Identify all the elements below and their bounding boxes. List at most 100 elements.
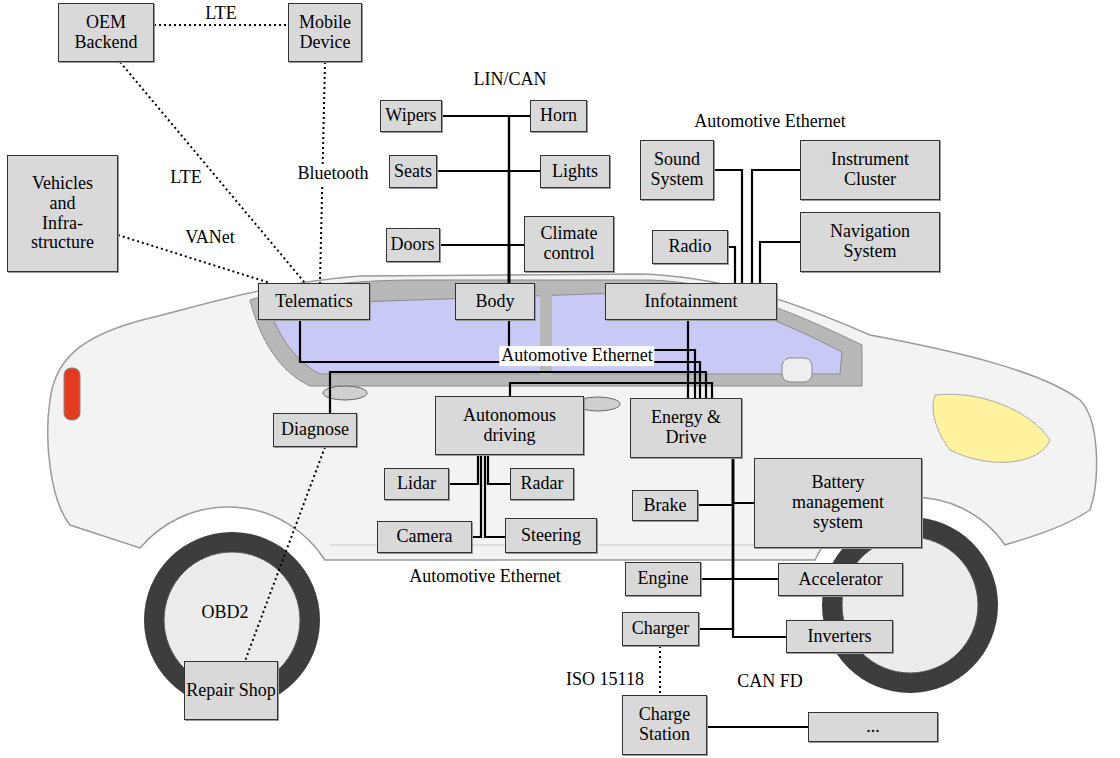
bus-wire — [488, 455, 510, 484]
box-text: Navigation System — [820, 222, 920, 262]
component-box: ... — [808, 712, 938, 742]
box-text: ... — [866, 717, 880, 737]
bus-wire — [440, 245, 510, 283]
bus-wire — [701, 458, 733, 579]
box-text: Autonomous driving — [436, 406, 583, 446]
bus-wire — [442, 116, 509, 283]
box-text: Doors — [391, 235, 435, 255]
component-box: Engine — [625, 562, 701, 596]
bus-wire — [728, 247, 735, 283]
bus-wire — [699, 458, 733, 629]
component-box: Charge Station — [622, 695, 707, 755]
box-text: Steering — [521, 526, 581, 546]
component-box: Instrument Cluster — [800, 140, 940, 200]
component-box: Telematics — [258, 283, 370, 320]
component-box: Horn — [530, 100, 587, 132]
component-box: Radio — [652, 230, 728, 264]
bus-wire — [707, 726, 808, 728]
bus-wire — [449, 455, 478, 484]
box-text: Telematics — [275, 292, 353, 312]
component-box: Repair Shop — [184, 661, 278, 720]
bus-wire — [437, 171, 509, 283]
box-text: Energy & Drive — [646, 408, 726, 448]
box-text: Infotainment — [645, 292, 738, 312]
bus-label: Automotive Ethernet — [499, 346, 654, 366]
component-box: Radar — [510, 468, 574, 500]
link-label: ISO 15118 — [564, 670, 646, 690]
box-text: Horn — [540, 106, 577, 126]
car-body — [48, 274, 1097, 560]
bus-wire — [752, 170, 800, 283]
wireless-link — [245, 447, 325, 661]
side-mirror — [782, 358, 812, 382]
component-box: Sound System — [640, 140, 714, 200]
component-box: Brake — [632, 490, 698, 521]
head-light — [933, 394, 1050, 462]
box-text: Sound System — [641, 150, 713, 190]
component-box: Camera — [377, 521, 472, 553]
tail-light — [64, 368, 80, 420]
box-text: Charger — [632, 619, 690, 639]
bus-label: OBD2 — [199, 603, 250, 623]
component-box: Lidar — [384, 468, 449, 500]
box-text: Camera — [397, 527, 453, 547]
link-label: Bluetooth — [296, 164, 371, 184]
bus-wire — [733, 458, 754, 503]
wireless-link — [154, 24, 288, 26]
component-box: Vehicles and Infra- structure — [7, 155, 118, 272]
box-text: Vehicles and Infra- structure — [29, 174, 97, 253]
box-text: Climate control — [525, 224, 613, 264]
component-box: Charger — [622, 612, 699, 646]
box-text: Charge Station — [623, 705, 706, 745]
bus-wire — [687, 320, 689, 398]
component-box: Diagnose — [273, 413, 357, 447]
box-text: Lidar — [397, 474, 436, 494]
box-text: Repair Shop — [186, 681, 276, 701]
component-box: Mobile Device — [288, 3, 362, 62]
rear-wheel — [144, 532, 320, 708]
box-text: OEM Backend — [59, 13, 153, 53]
wireless-link — [659, 646, 661, 695]
link-label: LTE — [168, 168, 203, 188]
component-box: Seats — [389, 155, 437, 188]
box-text: Diagnose — [281, 420, 349, 440]
box-text: Lights — [552, 162, 598, 182]
bus-wire — [760, 242, 800, 283]
component-box: Body — [455, 283, 535, 320]
component-box: Navigation System — [800, 212, 940, 272]
box-text: Radio — [669, 237, 712, 257]
component-box: Inverters — [786, 620, 893, 653]
component-box: Energy & Drive — [630, 398, 742, 458]
link-label: VANet — [183, 228, 237, 248]
box-text: Radar — [521, 474, 564, 494]
bus-wire — [714, 170, 742, 283]
bus-label: Automotive Ethernet — [407, 567, 562, 587]
component-box: Wipers — [380, 100, 441, 132]
bus-wire — [698, 458, 733, 505]
component-box: Lights — [540, 155, 610, 188]
bus-wire — [472, 455, 481, 537]
component-box: Accelerator — [778, 563, 903, 596]
component-box: Infotainment — [605, 283, 777, 320]
box-text: Inverters — [808, 627, 872, 647]
link-label: LTE — [203, 4, 238, 24]
box-text: Body — [475, 292, 514, 312]
bus-wire — [300, 320, 700, 398]
box-text: Brake — [644, 496, 687, 516]
bus-wire — [485, 455, 505, 537]
wireless-link — [120, 62, 305, 283]
box-text: Instrument Cluster — [820, 150, 920, 190]
component-box: Autonomous driving — [435, 396, 584, 455]
box-text: Seats — [394, 162, 432, 182]
box-text: Wipers — [385, 106, 436, 126]
box-text: Battery management system — [778, 473, 898, 532]
box-text: Accelerator — [799, 570, 883, 590]
box-text: Mobile Device — [289, 13, 361, 53]
bus-label: LIN/CAN — [472, 70, 549, 90]
component-box: OEM Backend — [58, 3, 154, 62]
bus-wire — [509, 245, 524, 283]
component-box: Climate control — [524, 216, 614, 272]
bus-label: CAN FD — [735, 672, 805, 692]
component-box: Steering — [505, 518, 597, 553]
